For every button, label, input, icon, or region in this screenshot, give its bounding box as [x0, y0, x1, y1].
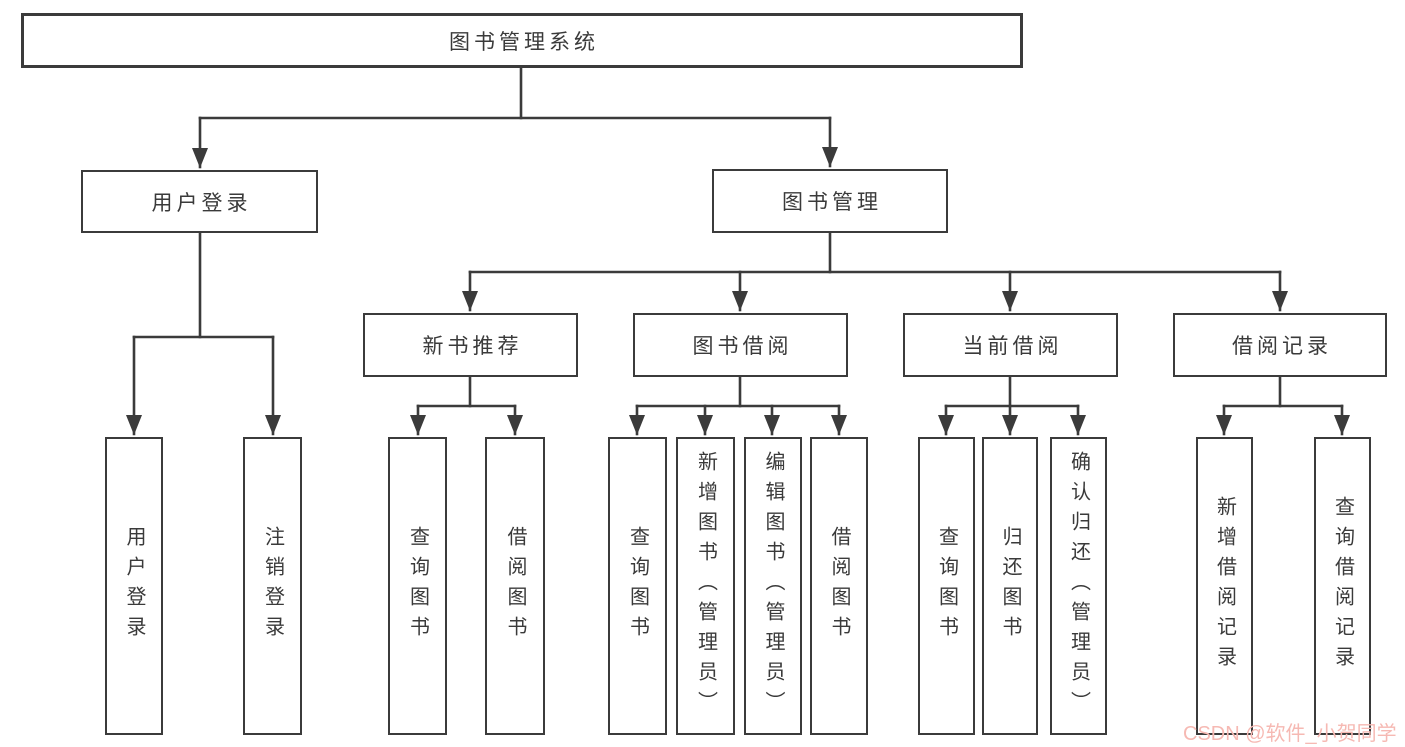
node-book-management: 图书管理	[712, 169, 948, 233]
node-label: 新增借阅记录	[1213, 496, 1236, 676]
node-borrow-records: 借阅记录	[1173, 313, 1387, 377]
node-label: 新书推荐	[422, 335, 523, 358]
node-label: 用户登录	[123, 526, 145, 646]
leaf-borrow-edit-books-admin: 编辑图书（管理员）	[744, 437, 802, 735]
leaf-records-add-record: 新增借阅记录	[1196, 437, 1253, 735]
node-label: 查询图书	[626, 526, 649, 646]
watermark: CSDN @软件_小贺同学	[1183, 723, 1397, 745]
leaf-current-return-books: 归还图书	[982, 437, 1038, 735]
node-label: 确认归还（管理员）	[1067, 451, 1090, 721]
node-label: 图书管理系统	[449, 30, 599, 54]
leaf-current-confirm-return-admin: 确认归还（管理员）	[1050, 437, 1107, 735]
leaf-borrow-query-books: 查询图书	[608, 437, 667, 735]
node-user-login: 用户登录	[81, 170, 318, 233]
connector-current-borrow	[938, 375, 1086, 436]
leaf-current-query-books: 查询图书	[918, 437, 975, 735]
connector-new-book-recommend	[410, 375, 523, 436]
node-library-system: 图书管理系统	[21, 13, 1023, 68]
node-label: 图书管理	[782, 191, 882, 214]
leaf-recommend-query-books: 查询图书	[388, 437, 447, 735]
node-label: 图书借阅	[692, 335, 793, 358]
leaf-records-query-record: 查询借阅记录	[1314, 437, 1371, 735]
connector-book-management	[462, 231, 1288, 312]
node-label: 当前借阅	[962, 335, 1063, 358]
connector-root	[192, 66, 838, 169]
node-label: 查询图书	[935, 526, 958, 646]
node-label: 借阅图书	[504, 526, 526, 646]
leaf-recommend-borrow-books: 借阅图书	[485, 437, 545, 735]
node-new-book-recommend: 新书推荐	[363, 313, 578, 377]
node-label: 查询借阅记录	[1331, 496, 1354, 676]
node-label: 编辑图书（管理员）	[762, 451, 784, 721]
node-label: 新增图书（管理员）	[694, 451, 717, 721]
connector-book-borrow	[629, 375, 847, 436]
node-label: 注销登录	[261, 526, 284, 646]
connector-borrow-records	[1216, 375, 1350, 436]
leaf-borrow-borrow-books: 借阅图书	[810, 437, 868, 735]
node-current-borrow: 当前借阅	[903, 313, 1118, 377]
leaf-user-login: 用户登录	[105, 437, 163, 735]
connector-user-login	[126, 231, 281, 436]
node-book-borrow: 图书借阅	[633, 313, 848, 377]
node-label: 查询图书	[406, 526, 429, 646]
node-label: 归还图书	[999, 526, 1021, 646]
node-label: 借阅图书	[828, 526, 850, 646]
node-label: 用户登录	[151, 191, 252, 215]
node-label: 借阅记录	[1232, 335, 1332, 358]
leaf-borrow-add-books-admin: 新增图书（管理员）	[676, 437, 735, 735]
leaf-logout-login: 注销登录	[243, 437, 302, 735]
